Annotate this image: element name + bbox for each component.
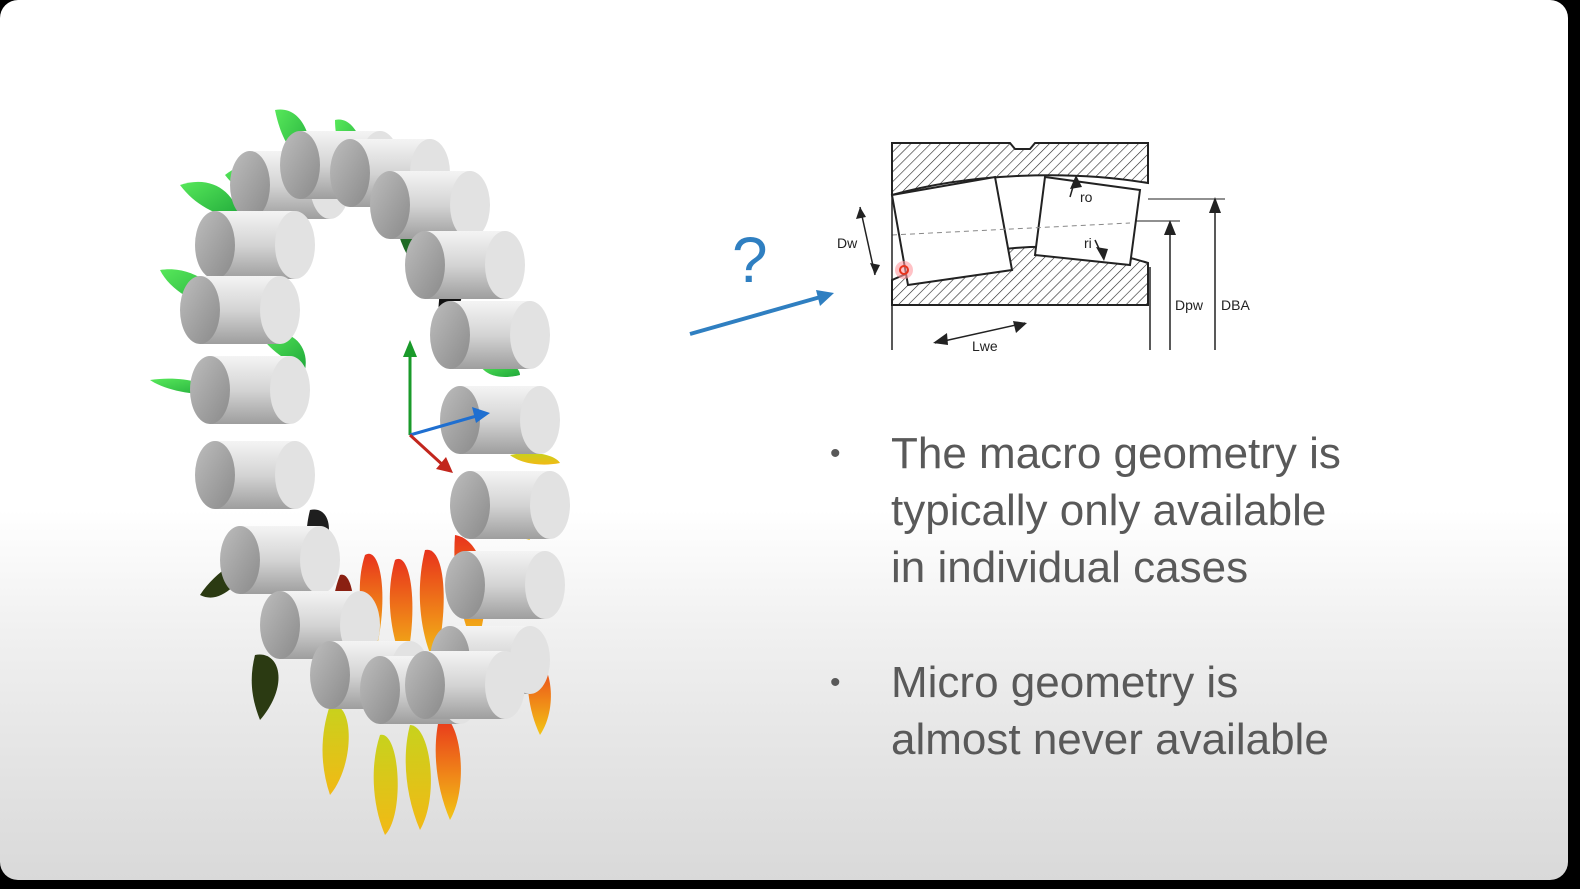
bullet-text-line: The macro geometry is bbox=[891, 429, 1341, 478]
bullet-text-line: Micro geometry is bbox=[891, 658, 1239, 707]
arrow-icon bbox=[689, 290, 834, 336]
label-dba: DBA bbox=[1221, 297, 1250, 313]
roller-elements bbox=[180, 131, 570, 724]
bullet-item-macro: • The macro geometry is typically only a… bbox=[826, 425, 1466, 596]
bullet-symbol: • bbox=[830, 437, 841, 470]
label-ro: ro bbox=[1080, 189, 1093, 205]
label-dw: Dw bbox=[837, 235, 858, 251]
bullet-text-line: typically only available bbox=[891, 486, 1327, 535]
coordinate-axes bbox=[403, 340, 490, 473]
question-mark: ? bbox=[732, 224, 768, 296]
label-ri: ri bbox=[1084, 235, 1092, 251]
bullet-symbol: • bbox=[830, 666, 841, 699]
roller-bearing-3d-render bbox=[150, 109, 570, 835]
bullet-text-line: in individual cases bbox=[891, 543, 1249, 592]
bullet-item-micro: • Micro geometry is almost never availab… bbox=[826, 654, 1466, 768]
label-dpw: Dpw bbox=[1175, 297, 1204, 313]
bullet-text-line: almost never available bbox=[891, 715, 1329, 764]
bullet-list: • The macro geometry is typically only a… bbox=[826, 425, 1466, 826]
label-lwe: Lwe bbox=[972, 338, 998, 354]
bearing-cross-section-drawing: Dw ro ri Lwe Dpw DBA bbox=[837, 142, 1250, 354]
